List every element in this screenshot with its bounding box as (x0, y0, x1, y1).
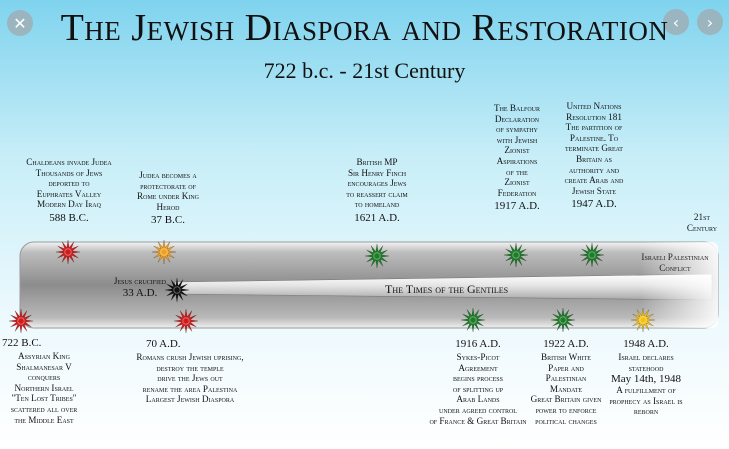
next-button[interactable]: › (697, 9, 723, 35)
chevron-left-icon: ‹ (672, 12, 680, 32)
star-1917ad-icon (503, 242, 529, 268)
timeline-bar (19, 241, 719, 329)
prev-button[interactable]: ‹ (663, 9, 689, 35)
close-button[interactable]: ✕ (7, 10, 33, 36)
star-33ad-icon (164, 277, 190, 303)
star-1922ad-icon (550, 307, 576, 333)
star-1948ad-icon (630, 307, 656, 333)
close-icon: ✕ (13, 13, 27, 33)
chevron-right-icon: › (706, 12, 714, 32)
star-1947ad-icon (579, 242, 605, 268)
star-70ad-icon (173, 308, 199, 334)
star-1621ad-icon (364, 243, 390, 269)
band-label: The Times of the Gentiles (385, 282, 509, 296)
star-588bc-icon (55, 239, 81, 265)
star-37bc-icon (151, 239, 177, 265)
event-70ad: 70 A.D. Romans crush Jewish uprising,des… (136, 338, 244, 405)
star-722bc-icon (8, 308, 34, 334)
page-subtitle: 722 b.c. - 21st Century (263, 58, 466, 83)
page-title: The Jewish Diaspora and Restoration (60, 7, 669, 49)
star-1916ad-icon (460, 307, 486, 333)
event-33ad: Jesus crucified 33 A.D. (113, 276, 167, 299)
